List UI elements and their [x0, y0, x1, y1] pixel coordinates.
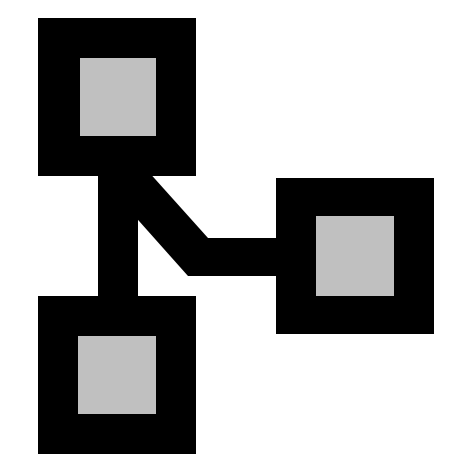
diagonal-connector — [98, 160, 208, 276]
horizontal-connector — [188, 238, 288, 276]
connector-lines — [98, 155, 288, 330]
node-bottom-left — [38, 296, 196, 454]
node-right — [276, 178, 434, 334]
node-top-left — [38, 18, 196, 176]
